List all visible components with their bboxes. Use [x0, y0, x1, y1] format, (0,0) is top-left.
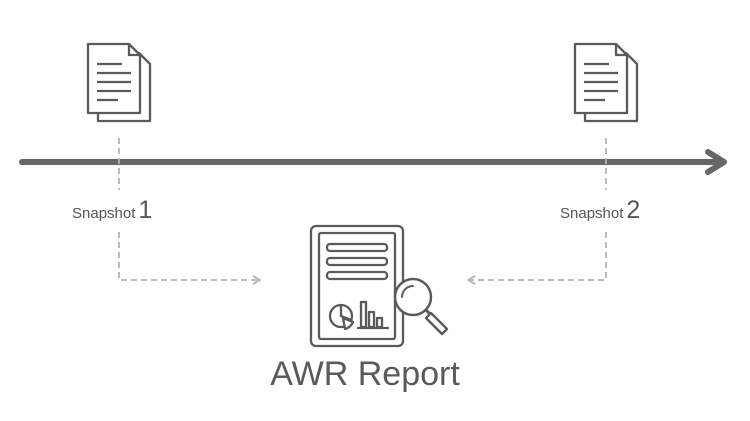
snapshot1-word: Snapshot	[72, 205, 136, 222]
snapshot1-number: 1	[138, 196, 152, 224]
document-stack-icon	[573, 42, 639, 123]
snapshot2-word: Snapshot	[560, 205, 624, 222]
snapshot2-number: 2	[626, 196, 640, 224]
snapshot1-connector-arrow	[118, 232, 261, 285]
snapshot2-connector-arrow	[467, 232, 607, 285]
timeline-arrow-icon	[19, 149, 727, 175]
report-title: AWR Report	[270, 355, 460, 393]
report-magnifier-icon	[309, 224, 449, 348]
document-stack-icon	[86, 42, 152, 123]
